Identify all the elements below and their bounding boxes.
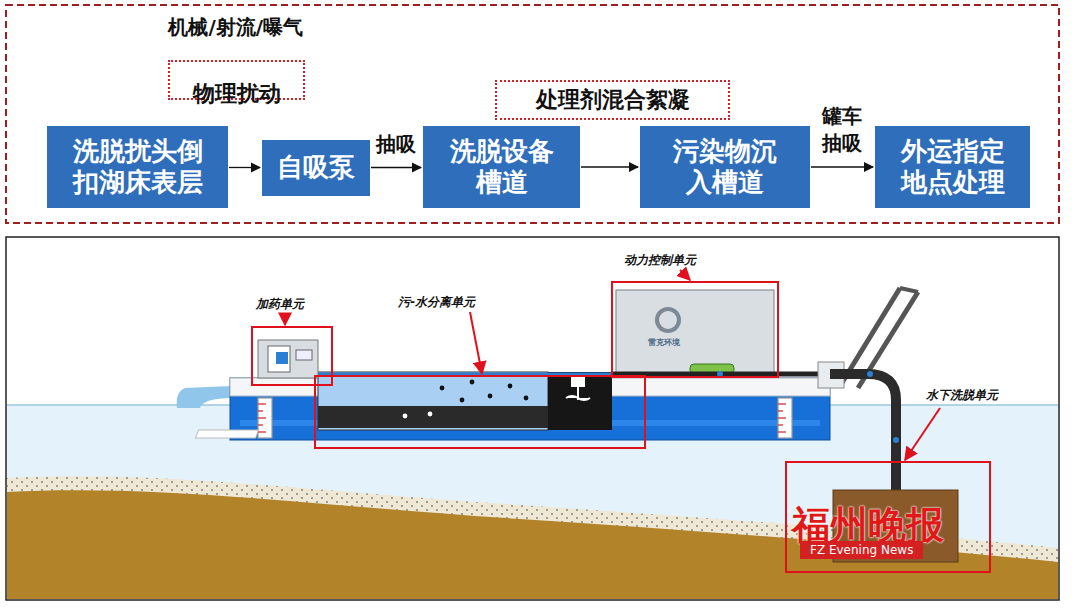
node-text: 外运指定地点处理 bbox=[899, 136, 1006, 198]
flow-arrow bbox=[811, 166, 873, 167]
edge-label: 罐车 抽吸 bbox=[819, 103, 865, 157]
callout-label: 污-水分离单元 bbox=[398, 294, 475, 311]
edge-label: 抽吸 bbox=[376, 131, 416, 158]
callout-label: 水下洗脱单元 bbox=[926, 387, 998, 404]
callout-label: 动力控制单元 bbox=[624, 252, 696, 269]
separation-tank bbox=[196, 372, 612, 438]
node-text: 污染物沉入槽道 bbox=[672, 136, 779, 198]
node-text: 处理剂混合絮凝 bbox=[536, 85, 690, 115]
node-text: 自吸泵 bbox=[277, 152, 355, 183]
sand-layer bbox=[7, 476, 1058, 599]
outflow-water bbox=[177, 386, 232, 408]
watermark: FZ Evening News bbox=[800, 541, 923, 559]
process-box: 洗脱设备槽道 bbox=[423, 126, 580, 208]
callout-label: 加药单元 bbox=[256, 296, 304, 313]
node-text: 洗脱扰头倒扣湖床表层 bbox=[71, 136, 204, 198]
illustration-frame bbox=[6, 237, 1059, 600]
process-label-box: 机械/射流/曝气物理扰动 bbox=[168, 60, 305, 100]
control-unit bbox=[616, 290, 774, 374]
node-text: 物理扰动 bbox=[193, 79, 281, 109]
process-label-box: 处理剂混合絮凝 bbox=[495, 80, 730, 120]
callout-frames bbox=[252, 270, 990, 572]
process-box: 外运指定地点处理 bbox=[875, 126, 1030, 208]
node-heading: 机械/射流/曝气 bbox=[168, 14, 303, 41]
lakebed bbox=[7, 490, 1058, 599]
flow-arrow bbox=[229, 167, 260, 168]
flow-arrow bbox=[581, 166, 638, 167]
dashed-frame bbox=[6, 5, 1059, 223]
flow-arrow bbox=[371, 167, 421, 168]
logo-text: 雷克环境 bbox=[648, 337, 680, 348]
node-text: 洗脱设备槽道 bbox=[448, 136, 555, 198]
dosing-unit bbox=[258, 340, 318, 378]
process-box: 污染物沉入槽道 bbox=[640, 126, 810, 208]
process-box: 自吸泵 bbox=[262, 140, 370, 196]
process-box: 洗脱扰头倒扣湖床表层 bbox=[47, 126, 228, 208]
